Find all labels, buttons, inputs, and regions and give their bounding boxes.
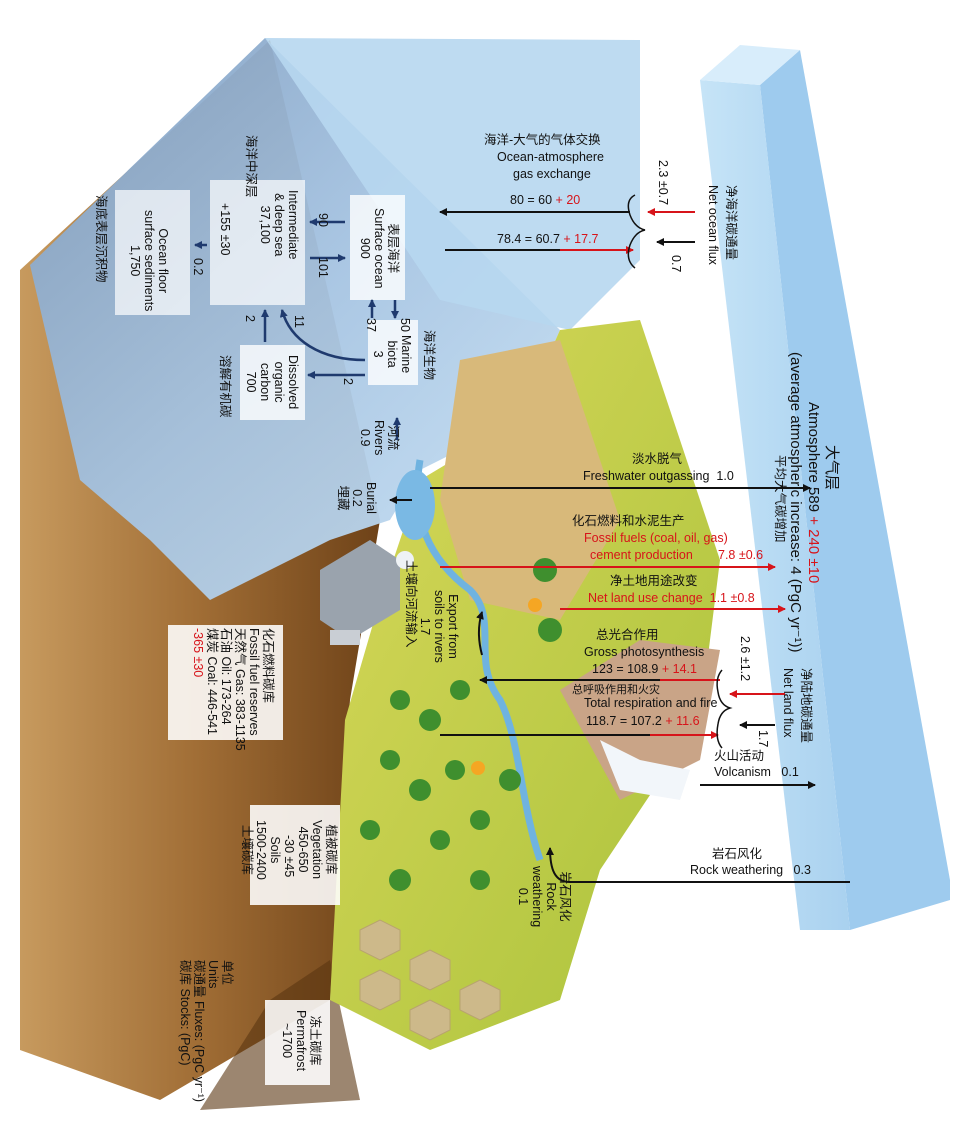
farmland xyxy=(440,340,620,620)
permafrost-pattern xyxy=(359,919,501,1041)
outgassing-label: Freshwater outgassing 1.0 xyxy=(583,469,734,483)
gross-photo-value: 123 = 108.9 + 14.1 xyxy=(592,662,697,676)
arrow-11 xyxy=(279,309,366,362)
lake xyxy=(395,470,435,540)
doc-cn: 溶解有机碳 xyxy=(218,355,232,418)
respiration-cn: 总呼吸作用和火灾 xyxy=(572,684,660,696)
atmosphere-avg-en: (average atmospheric increase: 4 (PgC yr… xyxy=(787,352,804,653)
fossil-fuels-en2: cement production xyxy=(590,548,693,562)
ocean-exchange-en1: Ocean-atmosphere xyxy=(497,150,605,164)
fossil-fuels-cn: 化石燃料和水泥生产 xyxy=(572,514,685,528)
flux-2-doc: 2 xyxy=(243,315,257,322)
flux-11: 11 xyxy=(292,315,306,328)
net-land-en: Net land flux xyxy=(781,668,795,738)
flux-50: 50 xyxy=(398,318,412,332)
ocean-exchange-cn: 海洋-大气的气体交换 xyxy=(484,133,601,147)
flux-0.2: 0.2 xyxy=(191,258,205,276)
marine-biota-box xyxy=(368,320,418,385)
deep-sea-red: +155 ±30 xyxy=(218,203,232,256)
export-cn: 土壤向河流输入 xyxy=(404,560,418,648)
land-use-cn: 净土地用途改变 xyxy=(610,574,698,588)
gross-photo-en: Gross photosynthesis xyxy=(584,645,705,659)
surface-ocean-box xyxy=(350,195,405,300)
flux-37: 37 xyxy=(364,318,378,332)
net-ocean-en: Net ocean flux xyxy=(706,185,720,265)
respiration-en: Total respiration and fire xyxy=(584,696,718,710)
forest xyxy=(360,558,562,891)
veg-soils-box xyxy=(250,805,340,905)
outgassing-cn: 淡水脱气 xyxy=(632,452,683,466)
atmosphere-column xyxy=(700,80,850,930)
fossil-fuels-en1: Fossil fuels (coal, oil, gas) xyxy=(584,531,728,545)
atmosphere-column-side xyxy=(760,50,950,930)
permafrost-box xyxy=(265,1000,330,1085)
flux-2-biota: 2 xyxy=(341,378,355,385)
net-ocean-red: 2.3 ±0.7 xyxy=(656,160,670,206)
net-land-cn: 净陆地碳通量 xyxy=(799,668,813,744)
volcano-snow xyxy=(600,740,690,800)
marine-biota-cn: 海洋生物 xyxy=(422,330,436,381)
brace-land xyxy=(716,669,733,749)
doc-box xyxy=(240,345,305,420)
net-ocean-black: 0.7 xyxy=(669,255,683,273)
ocean-exchange-en2: gas exchange xyxy=(513,167,591,181)
net-land-black: 1.7 xyxy=(756,730,770,748)
ocean-body xyxy=(30,38,560,600)
deep-sea-box xyxy=(210,180,305,305)
flux-down-label: 78.4 = 60.7 + 17.7 xyxy=(497,232,599,246)
flux-up-label: 80 = 60 + 20 xyxy=(510,193,581,207)
deep-sea-cn: 海洋中深层 xyxy=(244,135,258,198)
net-ocean-cn: 净海洋碳通量 xyxy=(724,185,738,261)
gross-photo-cn: 总光合作用 xyxy=(596,628,659,642)
fossil-box xyxy=(168,625,283,740)
volcanism-cn: 火山活动 xyxy=(714,749,765,763)
respiration-value: 118.7 = 107.2 + 11.6 xyxy=(586,714,700,728)
ocean-floor-box xyxy=(115,190,190,315)
factory xyxy=(320,540,414,645)
fossil-fuels-value: 7.8 ±0.6 xyxy=(718,548,764,562)
volcanism-label: Volcanism 0.1 xyxy=(714,765,799,779)
net-land-red: 2.6 ±1.2 xyxy=(738,636,752,682)
fire-icon xyxy=(471,761,485,775)
units-text: 单位 Units 碳通量 Fluxes: (PgC yr⁻¹) 碳库 Stock… xyxy=(178,960,234,1103)
ocean-floor-cn: 海底表层沉积物 xyxy=(94,195,108,283)
atmosphere-avg-cn: 平均大气碳增加 xyxy=(773,455,787,543)
ocean-surface xyxy=(265,38,640,330)
flux-101: 101 xyxy=(316,257,330,278)
atmosphere-cn: 大气层 xyxy=(823,445,840,491)
arrow-rock-weathering xyxy=(546,847,850,883)
fossil-text: 化石燃料碳库 Fossil fuel reserves 天然气 Gas: 383… xyxy=(191,628,275,751)
vegetation-red: -30 ±45 xyxy=(282,835,296,878)
atmosphere-column-top xyxy=(700,45,800,85)
land-use-label: Net land use change 1.1 ±0.8 xyxy=(588,591,755,605)
atmosphere-label: Atmosphere 589 + 240 ±10 xyxy=(805,402,822,584)
brace-ocean xyxy=(627,194,646,269)
arrow-export xyxy=(476,611,484,656)
rock-weathering-cn: 岩石风化 xyxy=(712,847,763,861)
fire-icon xyxy=(528,598,542,612)
rock-weathering-label: Rock weathering 0.3 xyxy=(690,863,811,877)
flux-90: 90 xyxy=(316,213,330,227)
